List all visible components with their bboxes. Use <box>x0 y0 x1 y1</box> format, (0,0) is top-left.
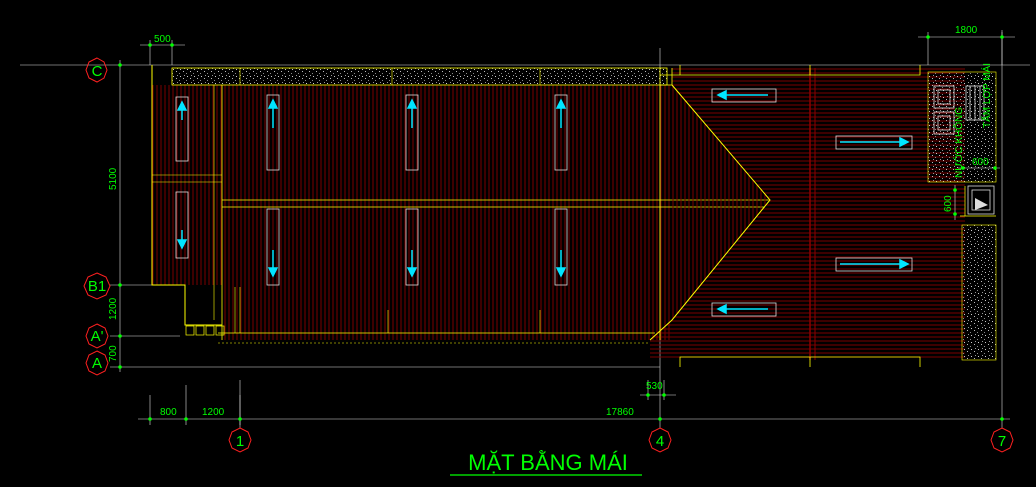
note-right: TẤM LỢP MÁI <box>980 63 993 128</box>
svg-text:4: 4 <box>656 433 664 450</box>
dim-left-1200: 1200 <box>108 297 119 320</box>
grid-bubble-a: A <box>85 350 109 376</box>
dim-bottom-800: 800 <box>160 407 177 418</box>
grid-bubble-c: C <box>85 57 108 83</box>
dim-top-500: 500 <box>154 34 171 45</box>
grid-bubble-7: 7 <box>990 427 1014 453</box>
grid-bubble-a-prime: A' <box>85 323 109 349</box>
svg-text:7: 7 <box>998 433 1006 450</box>
dim-bottom-17860: 17860 <box>606 407 634 418</box>
grid-bubble-4: 4 <box>648 427 672 453</box>
svg-text:C: C <box>92 63 103 80</box>
dim-left-700: 700 <box>108 345 119 362</box>
dim-mid-600-h: 600 <box>972 157 989 168</box>
drainage-arrows <box>176 89 910 315</box>
dim-bottom-1200: 1200 <box>202 407 225 418</box>
dimension-ticks <box>118 35 1004 421</box>
svg-text:1: 1 <box>236 433 244 450</box>
grid-bubble-1: 1 <box>228 427 252 453</box>
note-left: NƯỚC KHÔNG <box>952 107 965 178</box>
drawing-title: MẶT BẰNG MÁI <box>468 450 628 475</box>
grid-bubble-b1: B1 <box>83 272 111 300</box>
svg-text:A': A' <box>91 328 104 345</box>
roof-right-section <box>679 65 997 367</box>
roof-hip-section <box>649 68 810 360</box>
svg-text:A: A <box>92 355 102 372</box>
svg-text:B1: B1 <box>88 278 106 295</box>
dim-bottom-530: 530 <box>646 381 663 392</box>
dim-top-1800: 1800 <box>955 25 978 36</box>
dim-mid-600-v: 600 <box>943 195 954 212</box>
dim-left-5100: 5100 <box>108 167 119 190</box>
skylights <box>175 88 913 317</box>
